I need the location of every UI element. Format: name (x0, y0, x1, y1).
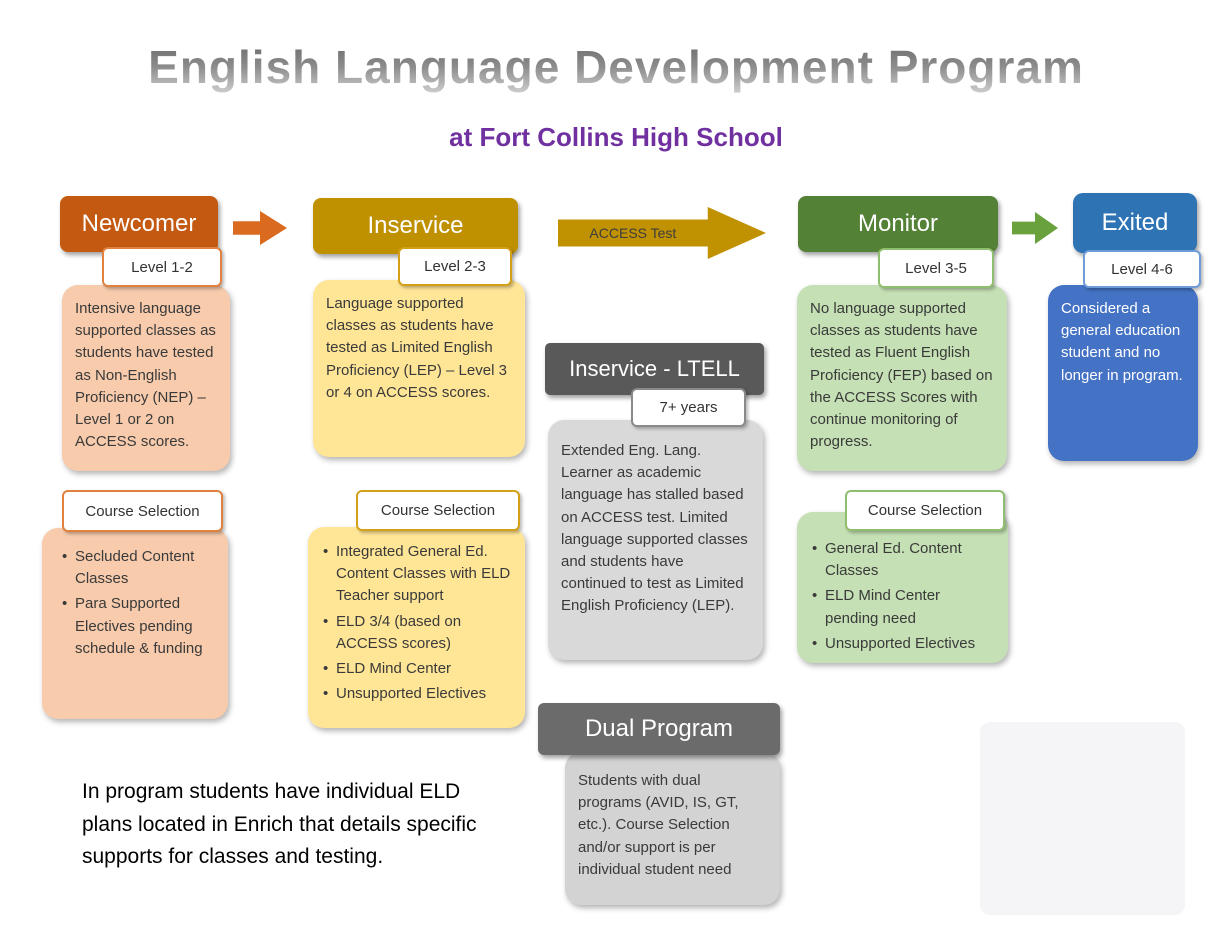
inservice-course-selection-badge: Course Selection (356, 490, 520, 531)
exited-header: Exited (1073, 193, 1197, 253)
newcomer-description-panel: Intensive language supported classes as … (62, 285, 230, 471)
dual-program-description-panel: Students with dual programs (AVID, IS, G… (565, 752, 780, 905)
ltell-header: Inservice - LTELL (545, 343, 764, 395)
inservice-level-badge: Level 2-3 (398, 247, 512, 286)
list-item: General Ed. Content Classes (810, 538, 995, 582)
arrow-newcomer-to-inservice-icon (233, 211, 287, 245)
list-item: Unsupported Electives (321, 683, 512, 705)
newcomer-courses-panel: Secluded Content Classes Para Supported … (42, 528, 228, 719)
page-subtitle: at Fort Collins High School (449, 122, 783, 152)
inservice-header: Inservice (313, 198, 518, 254)
monitor-courses-list: General Ed. Content Classes ELD Mind Cen… (810, 538, 995, 655)
inservice-courses-panel: Integrated General Ed. Content Classes w… (308, 527, 525, 728)
list-item: ELD 3/4 (based on ACCESS scores) (321, 611, 512, 655)
newcomer-level-badge: Level 1-2 (102, 247, 222, 287)
inservice-courses-list: Integrated General Ed. Content Classes w… (321, 541, 512, 706)
page-title: English Language Development Program (0, 40, 1232, 94)
monitor-level-badge: Level 3-5 (878, 248, 994, 288)
access-test-arrow-label: ACCESS Test (589, 225, 677, 241)
monitor-header: Monitor (798, 196, 998, 252)
program-footer-note: In program students have individual ELD … (82, 780, 477, 869)
newcomer-course-selection-badge: Course Selection (62, 490, 223, 532)
monitor-course-selection-badge: Course Selection (845, 490, 1005, 531)
exited-level-badge: Level 4-6 (1083, 250, 1201, 288)
list-item: Unsupported Electives (810, 633, 995, 655)
list-item: Secluded Content Classes (60, 546, 215, 590)
exited-description-panel: Considered a general education student a… (1048, 285, 1198, 461)
newcomer-courses-list: Secluded Content Classes Para Supported … (60, 546, 215, 660)
ltell-years-badge: 7+ years (631, 388, 746, 427)
monitor-description-panel: No language supported classes as student… (797, 285, 1007, 471)
arrow-monitor-to-exited-icon (1012, 212, 1058, 244)
empty-placeholder-panel (980, 722, 1185, 915)
dual-program-header: Dual Program (538, 703, 780, 755)
newcomer-header: Newcomer (60, 196, 218, 252)
list-item: ELD Mind Center pending need (810, 585, 995, 629)
inservice-description-panel: Language supported classes as students h… (313, 280, 525, 457)
access-test-arrow-icon: ACCESS Test (558, 207, 766, 259)
monitor-courses-panel: General Ed. Content Classes ELD Mind Cen… (797, 512, 1008, 663)
ltell-description-panel: Extended Eng. Lang. Learner as academic … (548, 420, 763, 660)
list-item: Integrated General Ed. Content Classes w… (321, 541, 512, 608)
list-item: Para Supported Electives pending schedul… (60, 593, 215, 660)
list-item: ELD Mind Center (321, 658, 512, 680)
